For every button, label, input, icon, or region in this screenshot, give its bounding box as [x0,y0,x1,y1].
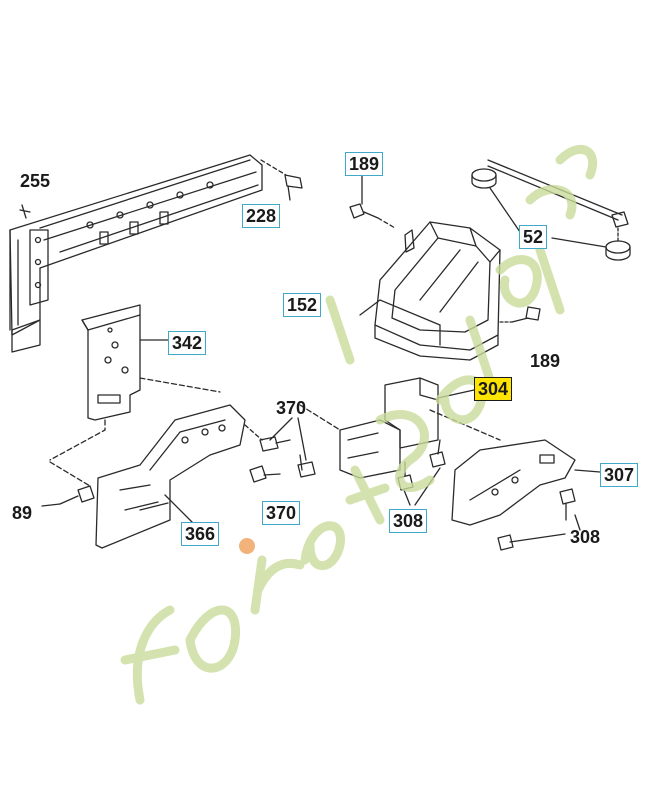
watermark-logo [120,144,598,705]
callout-189: 189 [530,351,561,371]
callout-255: 255 [20,171,51,191]
callout-370: 370 [262,501,301,525]
screw-89 [41,461,95,507]
plate-342 [49,304,221,461]
screws-370 [244,417,316,483]
callout-370: 370 [276,398,307,418]
callout-89: 89 [12,503,33,523]
screw-228 [260,159,303,201]
screw-189-right [499,306,541,323]
screw-189-top [349,175,396,229]
callout-189: 189 [345,152,384,176]
watermark-dot [239,538,255,554]
callout-366: 366 [181,522,220,546]
callout-228: 228 [242,204,281,228]
callout-307: 307 [600,463,639,487]
bracket-152 [359,221,501,361]
plate-307 [429,409,601,526]
screws-308-right [497,488,581,551]
callout-304: 304 [474,377,513,401]
callout-152: 152 [283,293,322,317]
bracket-304 [299,377,475,479]
callout-308: 308 [389,509,428,533]
callout-308: 308 [570,527,601,547]
frame-rail [9,154,263,353]
bracket-366 [95,404,246,549]
callout-52: 52 [519,225,548,249]
rod-assembly-52 [471,159,631,261]
callout-342: 342 [168,331,207,355]
